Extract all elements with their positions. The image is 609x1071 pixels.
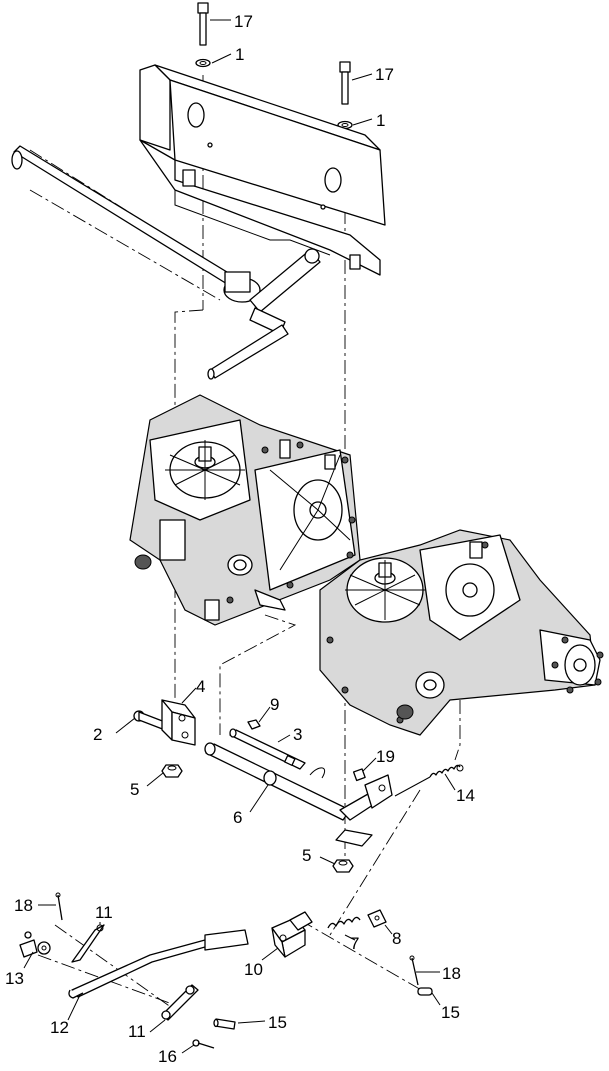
pin-15-right <box>417 987 433 996</box>
callout-18-right: 18 <box>442 964 461 983</box>
pivot-block <box>133 699 196 746</box>
callout-18-left: 18 <box>14 896 33 915</box>
transmission-right <box>319 529 604 736</box>
clevis-10 <box>271 911 313 958</box>
callout-5-upper: 5 <box>130 780 139 799</box>
transmission-left <box>129 394 361 626</box>
callout-17-right: 17 <box>375 65 394 84</box>
callout-7: 7 <box>350 934 359 953</box>
nut-9 <box>247 719 261 730</box>
callout-15-right: 15 <box>441 1003 460 1022</box>
control-rod-3 <box>229 728 306 770</box>
callout-12: 12 <box>50 1018 69 1037</box>
mounting-bracket <box>139 64 386 276</box>
callout-1-right: 1 <box>376 111 385 130</box>
callout-2: 2 <box>93 725 102 744</box>
nut-5-lower <box>332 859 354 873</box>
callout-labels: 17 1 17 1 4 2 5 9 3 6 19 14 5 18 11 13 7… <box>5 12 475 1066</box>
callout-8: 8 <box>392 929 401 948</box>
washers-13 <box>19 931 51 958</box>
callout-13: 13 <box>5 969 24 988</box>
callout-11-lower: 11 <box>128 1022 146 1041</box>
callout-14: 14 <box>456 786 475 805</box>
pin-15-left <box>213 1018 236 1030</box>
callout-6: 6 <box>233 808 242 827</box>
bolt-left <box>195 2 211 68</box>
steering-shaft <box>11 145 321 380</box>
spring-7 <box>327 916 361 929</box>
callout-16: 16 <box>158 1047 177 1066</box>
spacer-19 <box>352 768 366 782</box>
washer-8 <box>367 909 387 928</box>
callout-17-top: 17 <box>234 12 253 31</box>
callout-leaders <box>23 19 456 1054</box>
callout-5-lower: 5 <box>302 846 311 865</box>
callout-11-upper: 11 <box>95 903 113 922</box>
callout-3: 3 <box>293 725 302 744</box>
nut-5-upper <box>161 764 183 778</box>
cross-shaft-6 <box>204 742 393 847</box>
callout-15-left: 15 <box>268 1013 287 1032</box>
callout-9: 9 <box>270 695 279 714</box>
callout-10: 10 <box>244 960 263 979</box>
pin-18-right <box>409 955 419 986</box>
spring-14 <box>394 764 464 797</box>
pin-18-left <box>55 892 63 921</box>
linkage-12 <box>68 924 249 1021</box>
callout-1-top: 1 <box>235 45 244 64</box>
bolt-right <box>337 61 353 130</box>
pin-16 <box>192 1039 215 1049</box>
callout-19: 19 <box>376 747 395 766</box>
callout-4: 4 <box>196 677 205 696</box>
